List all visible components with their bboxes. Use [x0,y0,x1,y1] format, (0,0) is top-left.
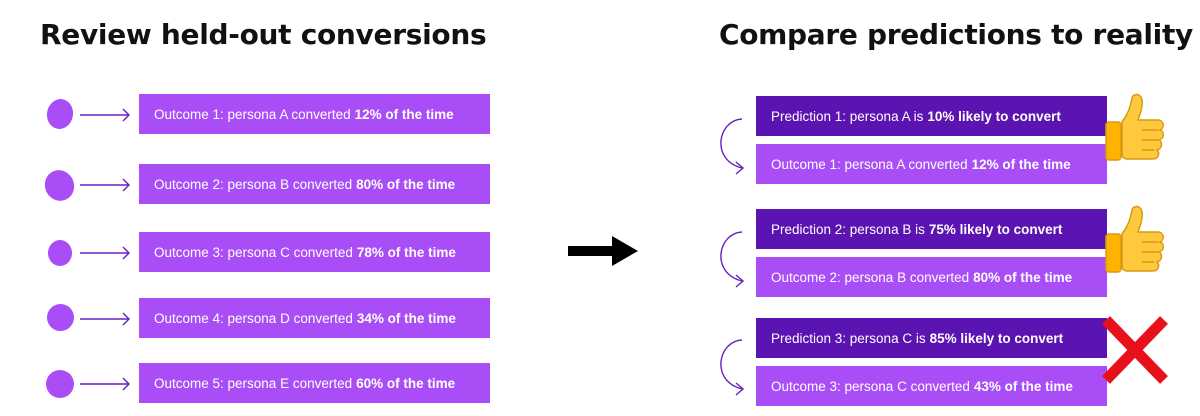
outcome-text: Outcome 3: persona C converted [154,244,353,260]
outcome-text: Outcome 1: persona A converted [154,106,351,122]
right-section-heading: Compare predictions to reality [719,18,1193,51]
outcome-text: Outcome 3: persona C converted [771,378,970,394]
outcome-text: Outcome 5: persona E converted [154,375,353,391]
right-arrow-icon [80,246,130,260]
outcome-text: Outcome 2: persona B converted [771,269,970,285]
persona-a-blob [44,96,76,132]
persona-e-blob [42,366,78,402]
prediction-text: Prediction 1: persona A is [771,108,924,124]
outcome-highlight: 12% of the time [354,106,454,122]
right-arrow-icon [80,108,130,122]
curved-arrow-icon [720,118,745,175]
outcome-text: Outcome 4: persona D converted [154,310,353,326]
right-arrow-icon [80,178,130,192]
curved-arrow-icon [720,231,745,288]
prediction-highlight: 10% likely to convert [927,108,1061,124]
outcome-highlight: 80% of the time [356,176,456,192]
outcome-highlight: 60% of the time [356,375,456,391]
outcome-text: Outcome 2: persona B converted [154,176,353,192]
persona-d-blob [43,300,78,335]
outcome-highlight: 80% of the time [973,269,1073,285]
cross-mark-icon [1102,316,1168,384]
thumbs-up-icon [1105,205,1164,273]
thumbs-up-icon [1105,93,1164,161]
big-right-arrow-icon [568,236,638,266]
left-section-heading: Review held-out conversions [40,18,487,51]
prediction-highlight: 75% likely to convert [928,221,1063,237]
prediction-text: Prediction 2: persona B is [771,221,925,237]
outcome-highlight: 12% of the time [971,156,1071,172]
prediction-text: Prediction 3: persona C is [771,330,926,346]
outcome-highlight: 43% of the time [973,378,1073,394]
outcome-text: Outcome 1: persona A converted [771,156,968,172]
persona-c-blob [48,240,72,266]
right-arrow-icon [80,377,130,391]
persona-b-blob [39,165,80,206]
prediction-highlight: 85% likely to convert [929,330,1064,346]
outcome-highlight: 78% of the time [356,244,456,260]
outcome-highlight: 34% of the time [356,310,456,326]
curved-arrow-icon [720,339,745,396]
right-arrow-icon [80,312,130,326]
